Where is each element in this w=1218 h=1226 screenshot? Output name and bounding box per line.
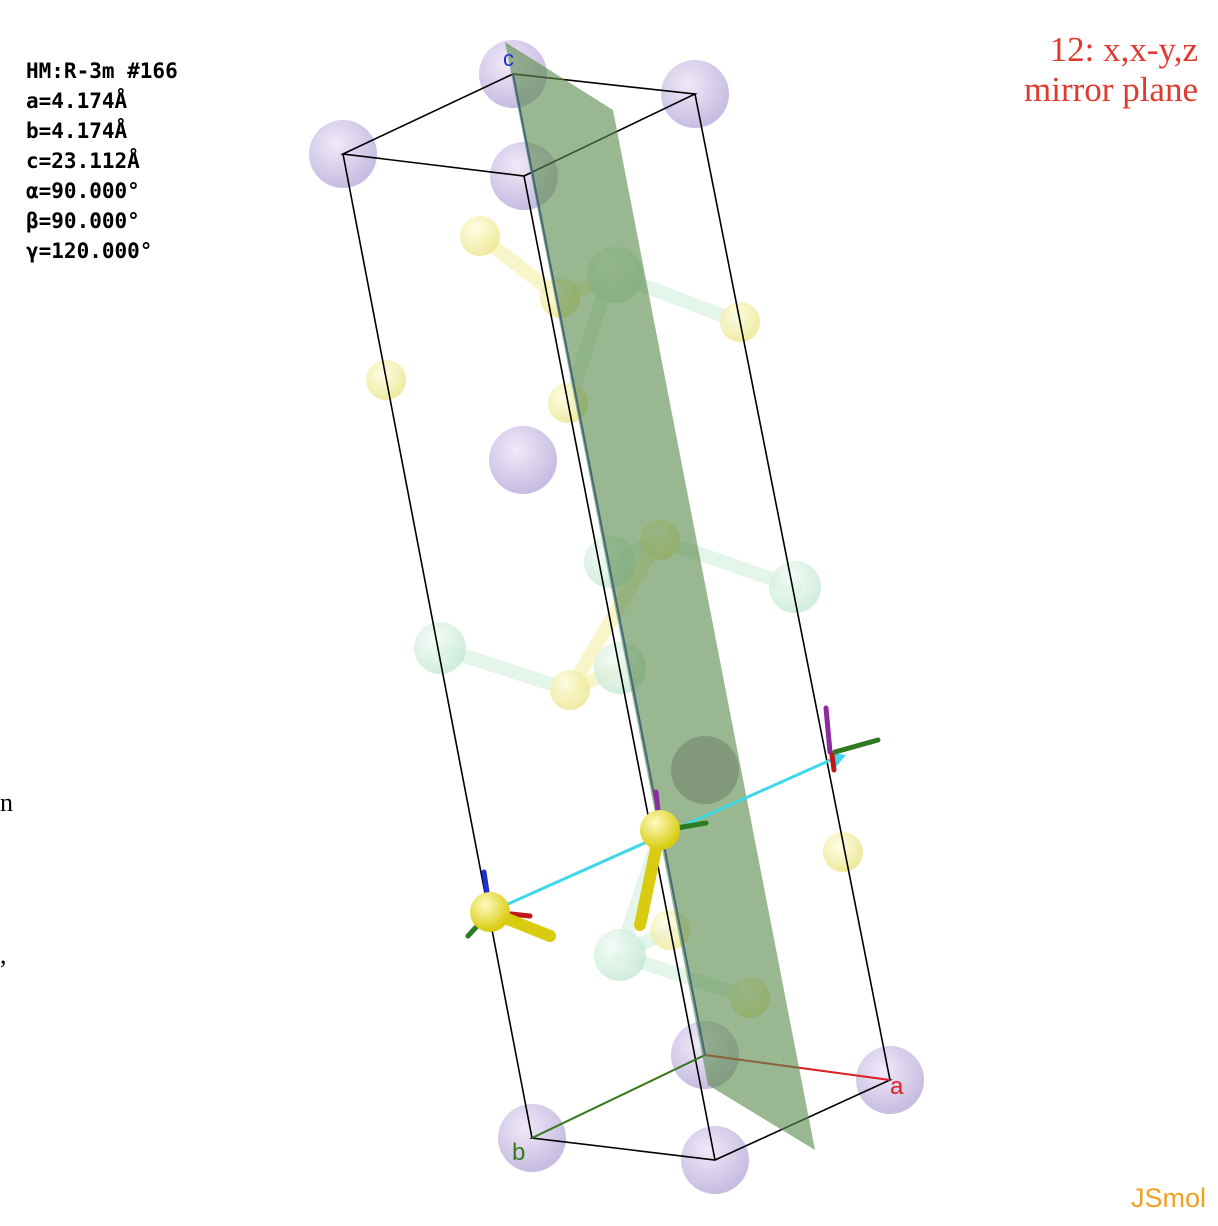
- cell-info-line: γ=120.000°: [26, 239, 153, 263]
- axis-b-line: [531, 1054, 706, 1139]
- atom-purple-behind-plane[interactable]: [671, 736, 739, 804]
- cell-info-line: a=4.174Å: [26, 89, 128, 113]
- cell-info-line: β=90.000°: [26, 209, 140, 233]
- symmetry-element-label: mirror plane: [1024, 70, 1198, 109]
- axis-c-label: c: [503, 46, 514, 71]
- symmetry-operation-label: 12: x,x-y,z: [1049, 30, 1198, 69]
- atom-purple[interactable]: [489, 426, 557, 494]
- axis-b-label: b: [512, 1139, 525, 1166]
- axis-a-label: a: [890, 1073, 904, 1100]
- cell-info-line: α=90.000°: [26, 179, 140, 203]
- cell-info-line: HM:R-3m #166: [26, 59, 178, 83]
- cell-info-line: c=23.112Å: [26, 149, 140, 173]
- atom-yellow[interactable]: [550, 670, 590, 710]
- atom-green[interactable]: [414, 622, 466, 674]
- atom-green[interactable]: [769, 561, 821, 613]
- atom-selected[interactable]: [470, 892, 510, 932]
- edge-text-fragment: ,: [0, 940, 7, 969]
- symmetry-operation: 12: x,x-y,z mirror plane: [1024, 30, 1198, 110]
- atom-green[interactable]: [594, 929, 646, 981]
- mirror-plane: [505, 42, 815, 1150]
- edge-text-fragment: n: [0, 788, 13, 817]
- cell-info: HM:R-3m #166 a=4.174Å b=4.174Å c=23.112Å…: [26, 56, 178, 266]
- atom-yellow[interactable]: [460, 216, 500, 256]
- jsmol-logo[interactable]: JSmol: [1130, 1183, 1206, 1213]
- atom-yellow[interactable]: [823, 832, 863, 872]
- cell-info-line: b=4.174Å: [26, 119, 128, 143]
- atom-selected[interactable]: [640, 810, 680, 850]
